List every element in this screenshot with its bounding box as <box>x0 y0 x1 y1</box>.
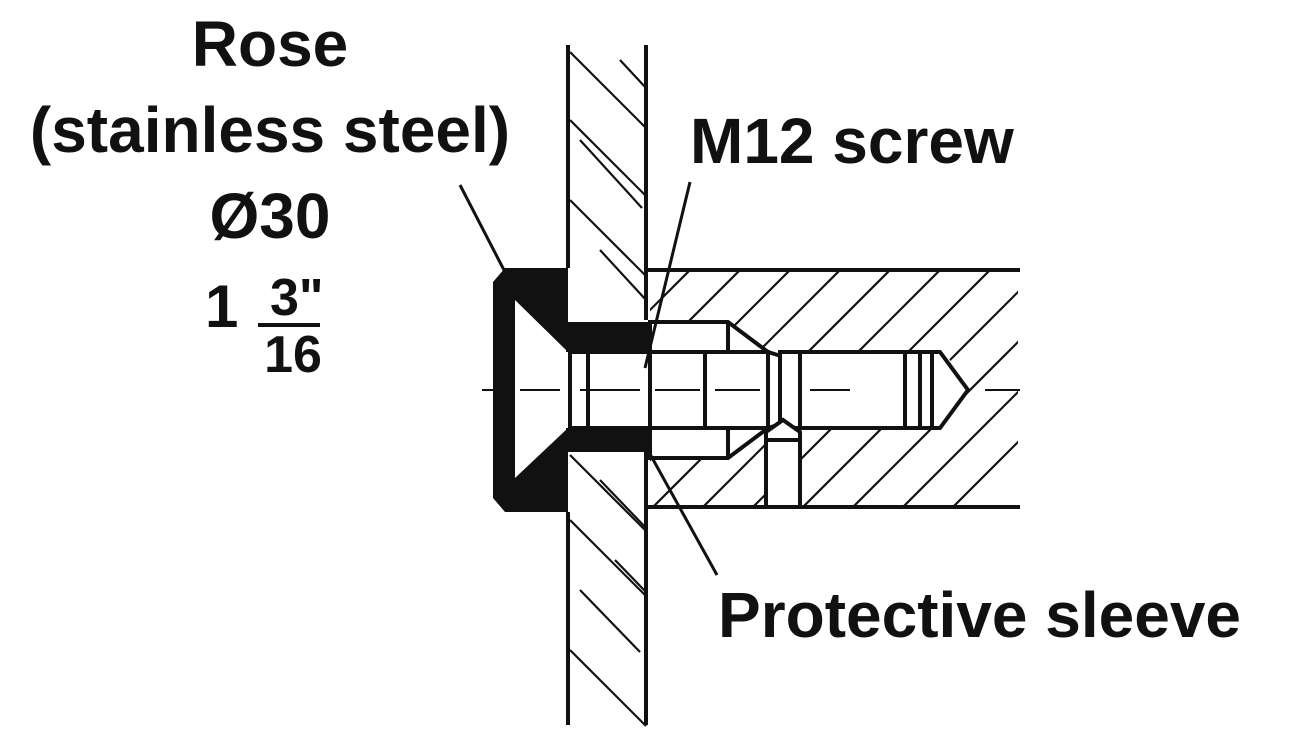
grub-pin <box>764 417 802 509</box>
rose <box>493 268 650 512</box>
sleeve-leader <box>643 444 719 576</box>
screw-leader <box>643 181 692 369</box>
rose-inch-whole: 1 <box>205 273 239 340</box>
rose-label-line2: (stainless steel) <box>29 93 511 166</box>
rose-label: Rose (stainless steel) Ø30 <box>0 2 540 259</box>
glass-hatching <box>569 51 647 727</box>
glass-panel <box>566 45 648 727</box>
rose-inch-denominator: 16 <box>264 326 322 384</box>
rose-leader <box>458 184 507 273</box>
rose-label-line1: Rose <box>191 8 349 80</box>
leader-lines <box>458 181 719 576</box>
screw-label: M12 screw <box>690 105 1014 177</box>
rose-label-line3: Ø30 <box>209 179 331 252</box>
sleeve-label: Protective sleeve <box>718 579 1241 651</box>
screw-tip <box>798 350 971 430</box>
rose-inch-numerator: 3" <box>270 269 324 327</box>
